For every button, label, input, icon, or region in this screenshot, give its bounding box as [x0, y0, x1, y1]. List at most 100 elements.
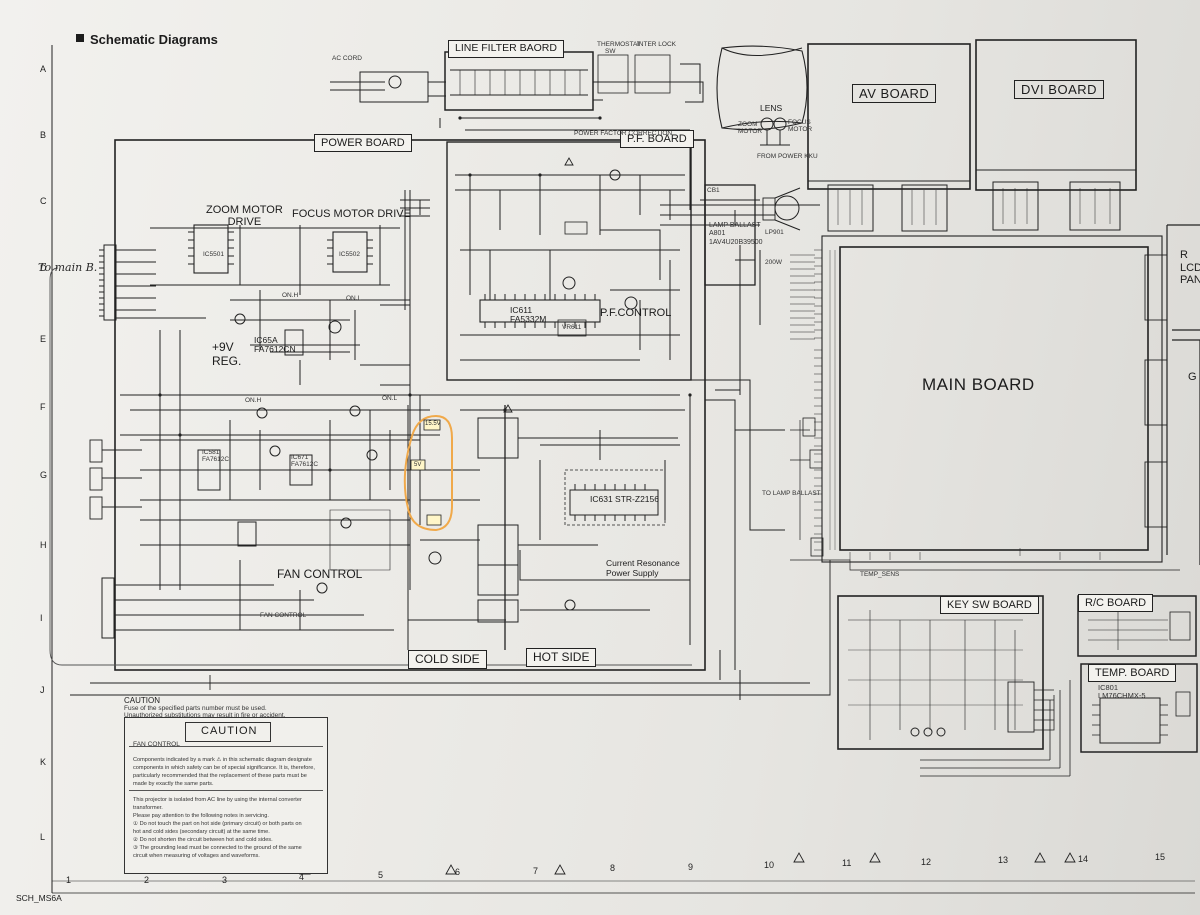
main-board-box: [839, 246, 1149, 551]
caution-box-title: CAUTION: [201, 725, 258, 737]
caution-para2-line-7: ③ The grounding lead must be connected t…: [133, 845, 302, 851]
page-title: Schematic Diagrams: [90, 32, 218, 47]
col-label-9: 9: [688, 862, 694, 872]
on-h-label-2: ON.H: [245, 397, 262, 404]
row-label-b: B: [40, 130, 47, 140]
vr611-label: VR611: [562, 324, 582, 331]
caution-para1-line-1: Components indicated by a mark ⚠ in this…: [133, 757, 312, 763]
caution-para2-line-4: ① Do not touch the part on hot side (pri…: [133, 821, 302, 827]
row-label-a: A: [40, 64, 47, 74]
row-label-h: H: [40, 540, 47, 550]
col-label-7: 7: [533, 866, 539, 876]
row-label-f: F: [40, 402, 46, 412]
lens-label: LENS: [760, 103, 783, 113]
caution-box-tag: FAN CONTROL: [133, 741, 180, 748]
col-label-2: 2: [144, 875, 150, 885]
header-bullet: [76, 34, 84, 42]
col-label-4: 4: [299, 872, 305, 882]
ic631-label: IC631 STR-Z2156: [590, 494, 659, 504]
zoom-motor-drive-label: ZOOM MOTOR DRIVE: [206, 204, 283, 229]
col-label-13: 13: [998, 855, 1009, 865]
caution-para2-line-2: transformer.: [133, 805, 163, 811]
key-sw-board-label: KEY SW BOARD: [940, 596, 1039, 615]
lcd-panel-g-label: G: [1188, 371, 1197, 383]
col-label-12: 12: [921, 857, 932, 867]
line-filter-board-box: [444, 51, 594, 111]
caution-para2-line-1: This projector is isolated from AC line …: [133, 797, 302, 803]
line-filter-board-label: LINE FILTER BAORD: [448, 40, 564, 58]
caution-box: CAUTION FAN CONTROL Components indicated…: [124, 717, 328, 874]
fan-control-label: FAN CONTROL: [277, 567, 363, 581]
col-label-14: 14: [1078, 854, 1089, 864]
w200-label: 200W: [765, 259, 782, 266]
row-label-g: G: [40, 470, 48, 480]
to-lamp-ballast-label: TO LAMP BALLAST: [762, 490, 821, 497]
ic671-label: IC671 FA7612C: [291, 454, 319, 468]
ic581-label: IC581 FA7612C: [202, 449, 230, 463]
pf-board-label: P.F. BOARD: [620, 130, 694, 149]
caution-para1-line-2: components in which safety can be of spe…: [133, 765, 315, 771]
col-label-11: 11: [842, 858, 852, 868]
lcd-panel-r-label: R LCD PAN: [1180, 249, 1200, 287]
row-label-i: I: [40, 613, 43, 623]
reg-9v-label: +9V REG.: [212, 340, 242, 368]
av-board-box: [807, 43, 971, 190]
col-label-6: 6: [455, 867, 461, 877]
thermostat-label: THERMOSTAT: [597, 41, 641, 48]
col-label-3: 3: [222, 875, 228, 885]
lp901-label: LP901: [765, 229, 784, 236]
ic611-label: IC611 FA5332M: [510, 305, 547, 325]
hot-side-label: HOT SIDE: [526, 648, 597, 668]
cb1-label: CB1: [707, 187, 720, 194]
focus-motor-label: FOCUS MOTOR: [788, 119, 813, 133]
v5-label: 5V: [414, 462, 422, 468]
temp-sens-label: TEMP_SENS: [860, 571, 900, 578]
resonance-label: Current Resonance Power Supply: [606, 558, 680, 579]
rc-board-label: R/C BOARD: [1078, 594, 1154, 613]
orange-highlight-loop: [403, 414, 453, 532]
power-board-label: POWER BOARD: [314, 134, 412, 153]
sheet-id: SCH_MS6A: [16, 893, 62, 903]
cold-side-label: COLD SIDE: [408, 650, 487, 670]
caution-header-line-1: Fuse of the specified parts number must …: [124, 705, 267, 712]
thermostat-sw-label: SW: [605, 48, 616, 55]
row-label-e: E: [40, 334, 47, 344]
power-factor-label: POWER FACTOR CORRECTION: [574, 130, 673, 137]
focus-motor-drive-label: FOCUS MOTOR DRIVE: [292, 208, 411, 220]
caution-para1-line-3: particularly recommended that the replac…: [133, 773, 307, 779]
caution-para2-line-3: Please pay attention to the following no…: [133, 813, 269, 819]
dvi-board-label: DVI BOARD: [1014, 80, 1105, 99]
row-label-c: C: [40, 196, 47, 206]
ic5501-label: IC5501: [203, 251, 224, 258]
caution-para1-line-4: made by exactly the same parts.: [133, 781, 214, 787]
on-l-label-1: ON.L: [346, 295, 362, 302]
caution-para2-line-5: hot and cold sides (secondary circuit) a…: [133, 829, 270, 835]
row-label-j: J: [40, 685, 45, 695]
row-label-d: D: [40, 263, 47, 273]
pf-board-box: [446, 141, 692, 381]
col-label-8: 8: [610, 863, 616, 873]
ic801-label: IC801 LM76CHMX-5: [1098, 683, 1146, 701]
row-label-l: L: [40, 832, 46, 842]
ac-cord-label: AC CORD: [332, 55, 362, 62]
ic5502-label: IC5502: [339, 251, 360, 258]
row-label-k: K: [40, 757, 47, 767]
caution-para2-line-8: circuit when measuring of voltages and w…: [133, 853, 260, 859]
ic65a-label: IC65A FA7612CN: [254, 335, 296, 355]
caution-para2-line-6: ② Do not shorten the circuit between hot…: [133, 837, 273, 843]
dvi-board-box: [975, 39, 1137, 191]
temp-board-label: TEMP. BOARD: [1088, 664, 1177, 683]
lamp-ballast-label: LAMP BALLAST A801 1AV4U20B39500: [709, 222, 763, 246]
handwritten-note: To main B.: [38, 261, 98, 274]
pf-control-label: P.F.CONTROL: [600, 307, 672, 319]
caution-header-line-2: Unauthorized substitutions may result in…: [124, 712, 286, 719]
col-label-10: 10: [764, 860, 775, 870]
col-label-5: 5: [378, 870, 384, 880]
on-l-label-2: ON.L: [382, 395, 398, 402]
main-board-label: MAIN BOARD: [922, 375, 1035, 394]
col-label-1: 1: [66, 875, 72, 885]
caution-header-title: CAUTION: [124, 696, 160, 705]
col-label-15: 15: [1155, 852, 1166, 862]
